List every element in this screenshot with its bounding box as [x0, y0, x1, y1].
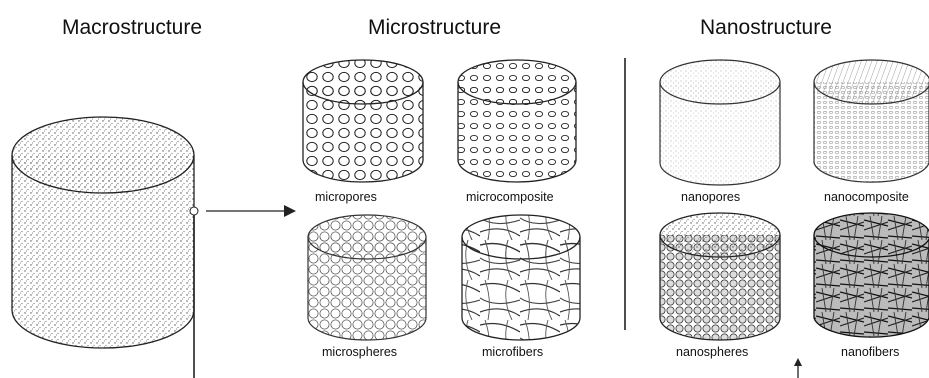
microcomposite-label: microcomposite	[466, 190, 554, 204]
nanospheres-cylinder	[660, 213, 780, 340]
microfibers-cylinder	[462, 215, 580, 340]
micropores-cylinder	[303, 60, 423, 182]
microcomposite-cylinder	[458, 60, 576, 182]
nanofibers-cylinder	[814, 213, 929, 337]
nanocomposite-label: nanocomposite	[824, 190, 909, 204]
microspheres-label: microspheres	[322, 345, 397, 359]
nanopores-label: nanopores	[681, 190, 740, 204]
nanocomposite-cylinder	[814, 60, 929, 182]
nanospheres-label: nanospheres	[676, 345, 748, 359]
sample-point-marker	[190, 207, 198, 215]
nanopores-cylinder	[660, 60, 780, 185]
arrow-to-micro	[206, 205, 296, 217]
nanofibers-label: nanofibers	[841, 345, 899, 359]
microfibers-label: microfibers	[482, 345, 543, 359]
up-arrow-icon	[794, 358, 802, 378]
micropores-label: micropores	[315, 190, 377, 204]
microspheres-cylinder	[308, 215, 426, 340]
macro-cylinder	[12, 117, 194, 348]
